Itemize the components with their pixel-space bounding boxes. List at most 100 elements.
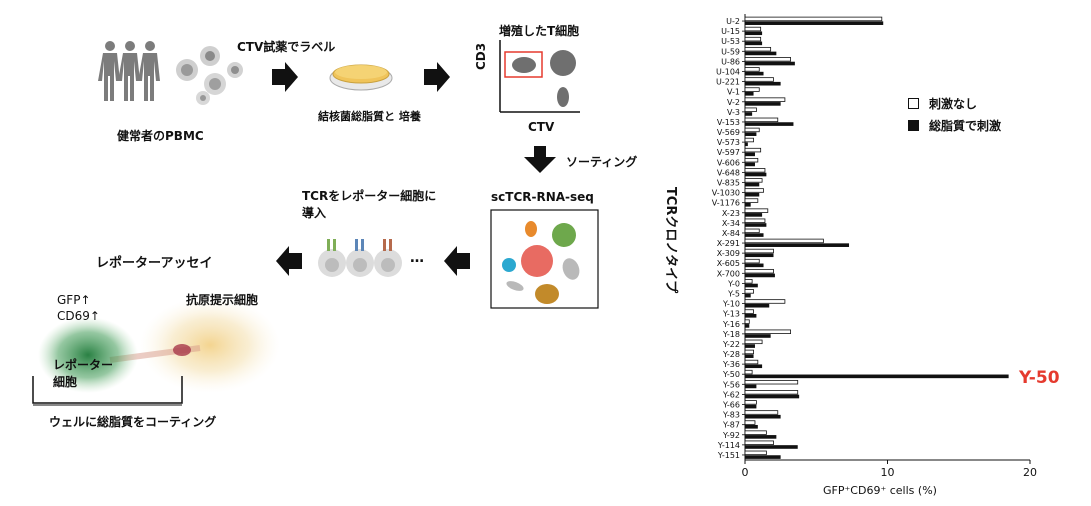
bar-stimulated — [745, 31, 763, 36]
bar-stimulated — [745, 81, 781, 86]
bar-stimulated — [745, 334, 771, 338]
y-tick-label: Y-18 — [722, 330, 740, 339]
arrow-left-icon — [444, 246, 470, 276]
y-tick-label: X-34 — [722, 219, 740, 228]
bar-stimulated — [745, 223, 767, 227]
filled-square-icon — [908, 119, 919, 131]
bar-unstimulated — [744, 36, 762, 42]
highlight-label: Y-50 — [1019, 368, 1060, 388]
apc-label: 抗原提示細胞 — [186, 293, 259, 307]
open-square-icon — [908, 97, 919, 109]
bar-unstimulated — [744, 16, 883, 22]
y-tick-label: Y-62 — [722, 390, 740, 399]
bar-stimulated — [745, 263, 764, 268]
bar-unstimulated — [744, 400, 757, 405]
bar-unstimulated — [744, 390, 799, 395]
bar-unstimulated — [744, 57, 791, 62]
y-tick-label: X-291 — [717, 239, 740, 248]
bar-unstimulated — [744, 198, 759, 203]
y-tick-label: U-221 — [716, 78, 740, 87]
legend-item-stimulated: 総脂質で刺激 — [908, 114, 1001, 136]
y-tick-label: V-648 — [717, 168, 740, 177]
ctv-label: CTV試薬でラベル — [237, 40, 336, 54]
bar-stimulated — [745, 41, 763, 46]
bar-unstimulated — [744, 238, 824, 244]
bar-unstimulated — [744, 450, 767, 456]
bar-unstimulated — [744, 77, 774, 82]
x-tick-label: 10 — [881, 466, 895, 479]
pbmc-cells-icon — [176, 46, 243, 105]
y-tick-label: Y-114 — [717, 441, 740, 450]
sequencing-panel — [490, 209, 599, 309]
bar-unstimulated — [744, 168, 766, 173]
bar-unstimulated — [744, 309, 754, 314]
y-tick-label: V-153 — [717, 118, 740, 127]
bar-unstimulated — [744, 188, 764, 193]
bar-stimulated — [745, 122, 794, 126]
bar-stimulated — [745, 424, 758, 429]
bar-stimulated — [745, 404, 757, 409]
bar-stimulated — [745, 394, 800, 399]
assay-illustration — [32, 297, 280, 406]
bar-unstimulated — [744, 228, 760, 234]
bar-stimulated — [745, 182, 760, 187]
bar-unstimulated — [744, 137, 754, 143]
bar-unstimulated — [744, 369, 753, 375]
bar-stimulated — [745, 213, 763, 217]
bar-stimulated — [745, 344, 755, 348]
bar-unstimulated — [744, 87, 760, 92]
y-tick-label: V-569 — [717, 128, 740, 137]
bar-unstimulated — [744, 410, 779, 415]
reporter-cell-label: レポーター 細胞 — [53, 358, 114, 389]
y-tick-label: V-1030 — [712, 189, 740, 198]
bar-stimulated — [745, 374, 1009, 379]
bar-unstimulated — [744, 157, 759, 163]
bar-unstimulated — [744, 430, 767, 435]
pbmc-label: 健常者のPBMC — [117, 129, 204, 143]
ellipsis: … — [410, 250, 424, 266]
bar-unstimulated — [744, 279, 753, 284]
bar-unstimulated — [744, 440, 774, 445]
bar-stimulated — [745, 384, 757, 389]
y-tick-label: U-104 — [716, 68, 740, 77]
flow-plot — [499, 40, 580, 113]
y-tick-label: Y-151 — [717, 451, 740, 460]
y-tick-label: V-1 — [727, 88, 740, 97]
bar-stimulated — [745, 283, 758, 288]
bar-stimulated — [745, 273, 775, 278]
bar-unstimulated — [744, 248, 774, 254]
bar-unstimulated — [744, 289, 754, 294]
bar-stimulated — [745, 293, 751, 298]
bar-stimulated — [745, 364, 763, 369]
bar-stimulated — [745, 233, 764, 237]
y-tick-label: Y-28 — [722, 350, 740, 359]
bar-stimulated — [745, 445, 798, 449]
bar-stimulated — [745, 91, 754, 96]
y-tick-label: V-597 — [717, 148, 740, 157]
bar-stimulated — [745, 162, 755, 167]
bar-unstimulated — [744, 178, 763, 183]
bar-unstimulated — [744, 379, 799, 385]
y-tick-label: Y-50 — [722, 370, 740, 379]
bar-stimulated — [745, 243, 850, 247]
bar-stimulated — [745, 51, 777, 56]
y-tick-label: Y-36 — [722, 360, 740, 369]
arrow-right-icon — [424, 62, 450, 92]
y-tick-label: Y-10 — [722, 300, 740, 309]
y-tick-label: Y-16 — [722, 320, 740, 329]
bar-stimulated — [745, 435, 777, 439]
bar-stimulated — [745, 142, 748, 147]
bar-unstimulated — [744, 329, 791, 334]
bar-stimulated — [745, 112, 753, 116]
y-tick-label: U-2 — [726, 17, 740, 26]
bar-unstimulated — [744, 420, 756, 425]
y-tick-label: Y-0 — [727, 279, 740, 288]
bar-unstimulated — [744, 147, 762, 153]
bar-unstimulated — [744, 67, 760, 72]
reporter-intro-label: TCRをレポーター細胞に 導入 — [302, 189, 437, 220]
y-tick-label: U-59 — [721, 47, 740, 56]
flow-arrows — [272, 62, 556, 276]
y-tick-label: Y-56 — [722, 380, 740, 389]
bar-unstimulated — [744, 117, 779, 123]
y-tick-label: X-309 — [717, 249, 740, 258]
